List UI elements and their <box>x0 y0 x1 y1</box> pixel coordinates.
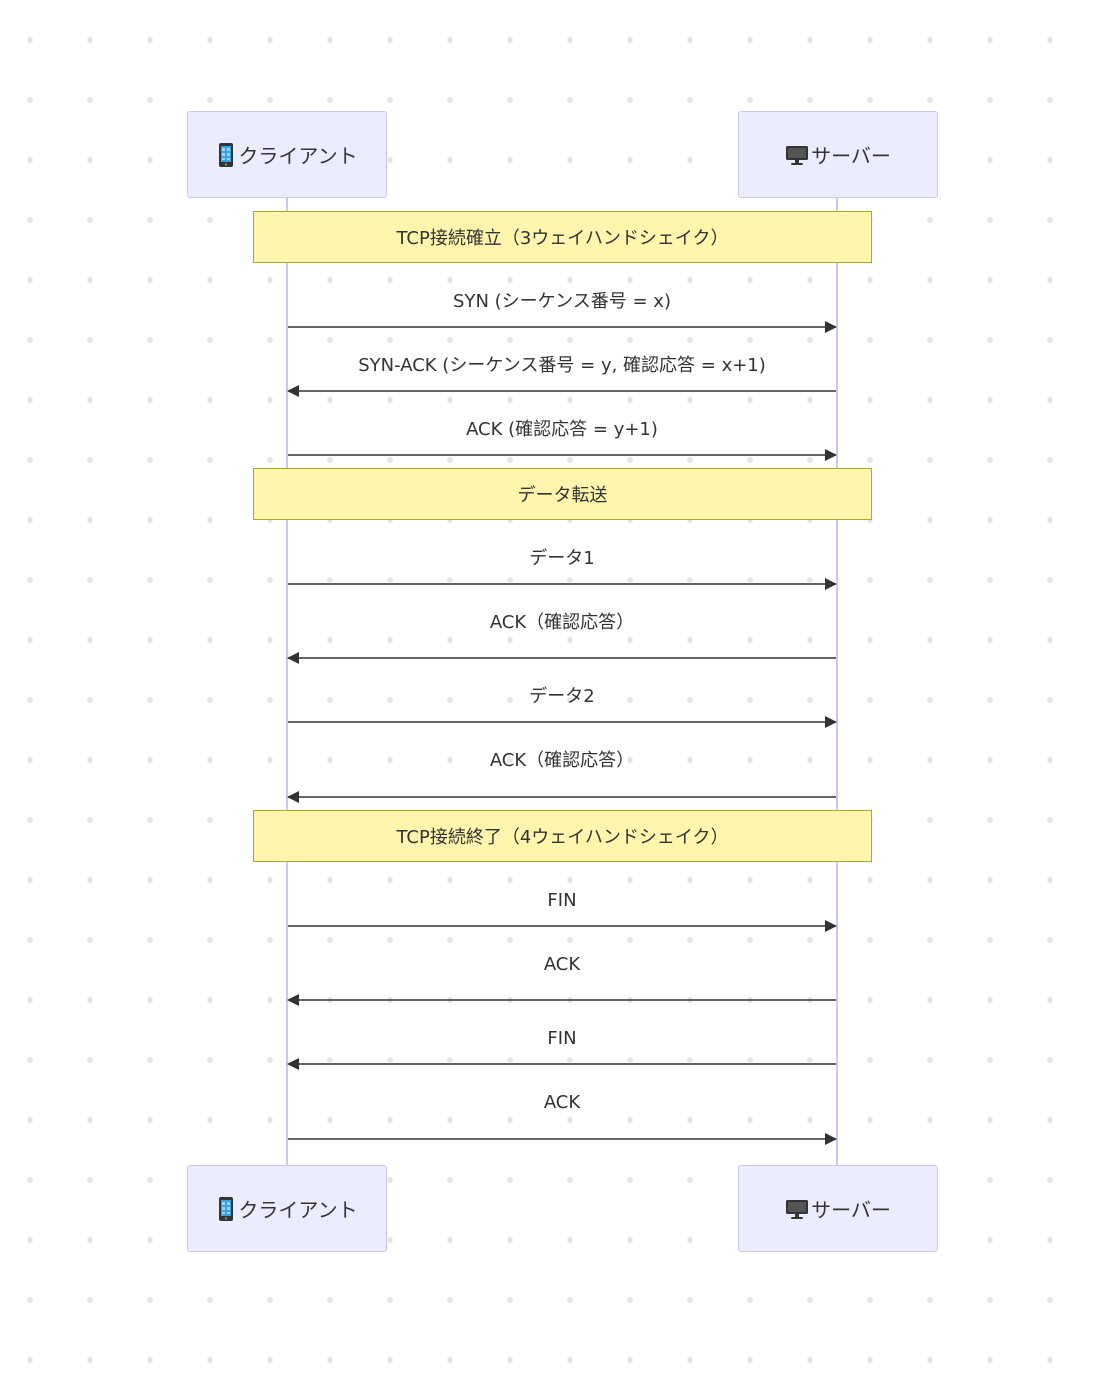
desktop-computer-icon <box>786 145 809 165</box>
server-actor-bottom: サーバー <box>738 1165 938 1252</box>
message-label: データ2 <box>529 686 595 707</box>
message-label: ACK (確認応答 = y+1) <box>466 419 658 440</box>
client-actor-label: クライアント <box>238 1198 358 1222</box>
client-actor-bottom: クライアント <box>187 1165 387 1252</box>
message-label: ACK（確認応答） <box>489 750 635 771</box>
message-label: データ1 <box>529 548 595 569</box>
note-connection-close: TCP接続終了（4ウェイハンドシェイク） <box>253 810 872 862</box>
message-label: SYN-ACK (シーケンス番号 = y, 確認応答 = x+1) <box>358 355 766 376</box>
message-label: FIN <box>547 890 577 911</box>
server-actor-label: サーバー <box>811 1198 891 1222</box>
message-label: ACK <box>543 1092 581 1113</box>
message-label: ACK <box>543 954 581 975</box>
server-actor-label: サーバー <box>811 144 891 168</box>
message-label: FIN <box>547 1028 577 1049</box>
note-data-transfer: データ転送 <box>253 468 872 520</box>
mobile-phone-icon <box>219 1196 234 1221</box>
server-lifeline <box>836 198 838 1166</box>
mobile-phone-icon <box>219 142 234 167</box>
desktop-computer-icon <box>786 1199 809 1219</box>
message-label: SYN (シーケンス番号 = x) <box>453 291 671 312</box>
message-label: ACK（確認応答） <box>489 612 635 633</box>
client-actor-top: クライアント <box>187 111 387 198</box>
client-actor-label: クライアント <box>238 144 358 168</box>
server-actor-top: サーバー <box>738 111 938 198</box>
note-connection-establish: TCP接続確立（3ウェイハンドシェイク） <box>253 211 872 263</box>
client-lifeline <box>286 198 288 1166</box>
